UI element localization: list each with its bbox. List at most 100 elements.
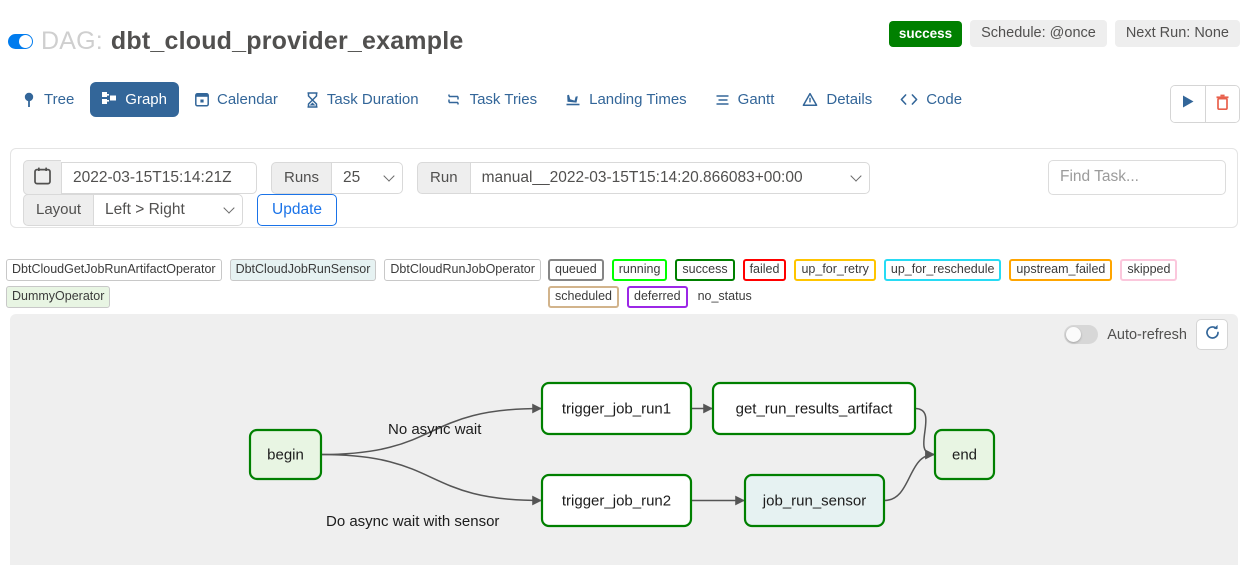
- graph-nodes[interactable]: begin trigger_job_run1 get_run_results_art…: [248, 381, 996, 528]
- legend-status-chip[interactable]: scheduled: [548, 286, 619, 308]
- trash-icon: [1215, 94, 1230, 115]
- tab-label: Landing Times: [589, 91, 687, 108]
- landing-icon: [565, 92, 581, 107]
- graph-node-box[interactable]: [711, 381, 917, 436]
- graph-node-label: get_run_results_artifact: [736, 400, 894, 417]
- graph-node-box[interactable]: [540, 473, 693, 528]
- legend-status-list: queued running success failed up_for_retry up…: [548, 259, 1248, 308]
- next-run-badge[interactable]: Next Run: None: [1114, 20, 1240, 47]
- execution-date-input[interactable]: [61, 161, 257, 194]
- tab-task-duration[interactable]: Task Duration: [294, 82, 431, 117]
- dag-action-buttons: [1170, 85, 1240, 123]
- calendar-icon[interactable]: [23, 160, 61, 195]
- graph-node[interactable]: job_run_sensor: [743, 473, 886, 528]
- run-label: Run: [417, 161, 470, 194]
- tab-label: Tree: [44, 91, 75, 108]
- legend-operator-chip[interactable]: DbtCloudGetJobRunArtifactOperator: [6, 259, 222, 281]
- header-badges: success Schedule: @once Next Run: None: [888, 20, 1240, 47]
- graph-edge: [320, 453, 542, 506]
- warning-triangle-icon: [802, 92, 818, 107]
- legend-status-chip[interactable]: queued: [548, 259, 604, 281]
- hourglass-icon: [306, 91, 319, 108]
- tab-task-tries[interactable]: Task Tries: [435, 82, 550, 117]
- graph-node-box[interactable]: [933, 428, 996, 481]
- filter-row-layout: Layout Left > Right Update: [23, 194, 338, 226]
- graph-icon: [102, 92, 117, 107]
- tab-list: Tree Graph Calendar Task Duration Task T: [10, 82, 974, 117]
- refresh-button[interactable]: [1196, 319, 1228, 350]
- runs-select-wrap: 25: [331, 161, 404, 194]
- tab-details[interactable]: Details: [790, 82, 884, 117]
- graph-node-box[interactable]: [540, 381, 693, 436]
- run-select-wrap: manual__2022-03-15T15:14:20.866083+00:00: [469, 161, 870, 194]
- dag-tabbar: Tree Graph Calendar Task Duration Task T: [0, 82, 1248, 130]
- find-task-input[interactable]: [1048, 160, 1226, 195]
- code-icon: [900, 93, 918, 106]
- legend-status-chip[interactable]: deferred: [627, 286, 688, 308]
- graph-node[interactable]: begin: [248, 428, 323, 481]
- layout-select[interactable]: Left > Right: [93, 194, 244, 226]
- graph-node-box[interactable]: [743, 473, 886, 528]
- tab-label: Details: [826, 91, 873, 108]
- auto-refresh-controls: Auto-refresh: [1064, 319, 1228, 350]
- delete-dag-button[interactable]: [1205, 86, 1239, 122]
- layout-select-wrap: Left > Right: [93, 194, 244, 226]
- graph-edge: [883, 449, 935, 502]
- tab-graph[interactable]: Graph: [90, 82, 179, 117]
- graph-node[interactable]: trigger_job_run2: [540, 473, 693, 528]
- runs-group: Runs 25: [271, 161, 404, 194]
- schedule-badge[interactable]: Schedule: @once: [970, 20, 1107, 47]
- legend-status-chip[interactable]: upstream_failed: [1009, 259, 1113, 281]
- legend-operator-chip[interactable]: DbtCloudRunJobOperator: [384, 259, 541, 281]
- graph-node[interactable]: trigger_job_run1: [540, 381, 693, 436]
- trigger-dag-button[interactable]: [1171, 86, 1205, 122]
- dag-name: dbt_cloud_provider_example: [110, 27, 464, 55]
- play-icon: [1181, 94, 1195, 114]
- update-button[interactable]: Update: [257, 194, 338, 226]
- graph-edge-label: Do async wait with sensor: [326, 513, 499, 530]
- tab-label: Code: [926, 91, 963, 108]
- calendar-icon: [195, 92, 209, 107]
- layout-label: Layout: [23, 194, 94, 226]
- tab-gantt[interactable]: Gantt: [703, 82, 787, 117]
- page-title: DAG: dbt_cloud_provider_example: [8, 27, 463, 56]
- tab-label: Calendar: [217, 91, 278, 108]
- graph-node[interactable]: end: [933, 428, 996, 481]
- graph-edge: [320, 403, 542, 456]
- legend-status-chip[interactable]: up_for_reschedule: [883, 259, 1002, 281]
- retry-icon: [447, 92, 462, 107]
- legend-status-chip[interactable]: running: [611, 259, 668, 281]
- tab-label: Gantt: [737, 91, 775, 108]
- graph-node-label: trigger_job_run2: [562, 492, 671, 509]
- status-badge: success: [888, 20, 963, 47]
- tab-tree[interactable]: Tree: [10, 82, 86, 117]
- filter-toolbar: Runs 25 Run manual__2022-03-15T15:14:20.…: [10, 148, 1238, 228]
- auto-refresh-toggle[interactable]: [1064, 325, 1099, 344]
- dag-label: DAG:: [41, 27, 103, 55]
- legend-operator-chip[interactable]: DbtCloudJobRunSensor: [229, 259, 377, 281]
- graph-node-box[interactable]: [248, 428, 323, 481]
- legend-status-chip[interactable]: skipped: [1120, 259, 1178, 281]
- filter-row-primary: Runs 25 Run manual__2022-03-15T15:14:20.…: [23, 160, 870, 195]
- legend-status-chip[interactable]: up_for_retry: [794, 259, 876, 281]
- graph-legend: DbtCloudGetJobRunArtifactOperator DbtClou…: [0, 256, 1248, 308]
- run-group: Run manual__2022-03-15T15:14:20.866083+0…: [417, 161, 870, 194]
- legend-status-chip[interactable]: failed: [742, 259, 787, 281]
- tab-code[interactable]: Code: [888, 82, 974, 117]
- legend-operator-chip[interactable]: DummyOperator: [6, 286, 111, 308]
- graph-node[interactable]: get_run_results_artifact: [711, 381, 917, 436]
- dag-pause-toggle[interactable]: [8, 34, 33, 49]
- legend-status-chip[interactable]: success: [675, 259, 735, 281]
- tab-label: Task Duration: [326, 91, 419, 108]
- tab-calendar[interactable]: Calendar: [183, 82, 290, 117]
- gantt-icon: [715, 93, 730, 107]
- auto-refresh-label: Auto-refresh: [1107, 326, 1187, 343]
- runs-select[interactable]: 25: [331, 161, 404, 194]
- tab-landing-times[interactable]: Landing Times: [553, 82, 699, 117]
- graph-node-label: job_run_sensor: [762, 492, 866, 509]
- tab-label: Graph: [125, 91, 167, 108]
- run-select[interactable]: manual__2022-03-15T15:14:20.866083+00:00: [469, 161, 870, 194]
- legend-no-status-label: no_status: [697, 289, 752, 303]
